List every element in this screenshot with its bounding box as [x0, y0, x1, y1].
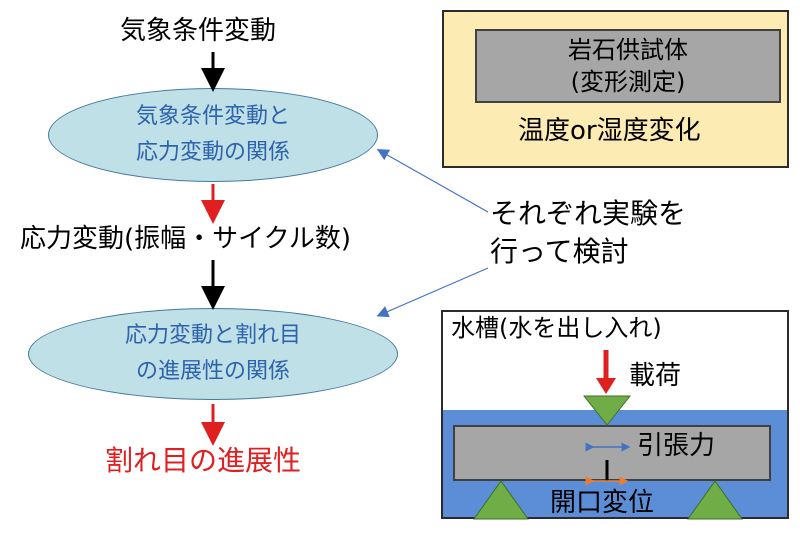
left-support-triangle	[473, 480, 529, 520]
right-support-triangle	[687, 480, 743, 520]
temperature-humidity-caption: 温度or湿度変化	[518, 116, 701, 146]
ellipse2-line1: 応力変動と割れ目	[124, 323, 301, 348]
stress-crack-relation-ellipse: 応力変動と割れ目 の進展性の関係	[28, 308, 398, 400]
specimen-sublabel: (変形測定)	[570, 68, 686, 96]
weather-change-label: 気象条件変動	[120, 16, 277, 46]
load-arrow-head	[596, 378, 616, 394]
weather-stress-relation-ellipse: 気象条件変動と 応力変動の関係	[48, 88, 378, 182]
specimen-beam	[453, 425, 771, 481]
rock-specimen-box: 岩石供試体 (変形測定)	[475, 29, 781, 103]
arrow-note-to-ellipse1	[376, 149, 489, 213]
load-label: 載荷	[629, 361, 682, 391]
loading-triangle	[582, 395, 632, 426]
water-tank-title: 水槽(水を出し入れ)	[451, 314, 662, 342]
ellipse1-line2: 応力変動の関係	[135, 140, 290, 165]
crack-propagation-label: 割れ目の進展性	[105, 444, 302, 477]
tension-label: 引張力	[637, 431, 716, 461]
experiment-note-line2: 行って検討	[490, 235, 629, 268]
opening-displacement-label: 開口変位	[550, 488, 655, 518]
ellipse2-line2: の進展性の関係	[135, 359, 290, 384]
arrow-note-to-ellipse2	[376, 267, 489, 318]
stress-change-label: 応力変動(振幅・サイクル数)	[20, 224, 351, 254]
experiment-note-line1: それぞれ実験を	[490, 197, 687, 230]
ellipse1-line1: 気象条件変動と	[135, 104, 290, 129]
specimen-label: 岩石供試体	[568, 36, 688, 64]
